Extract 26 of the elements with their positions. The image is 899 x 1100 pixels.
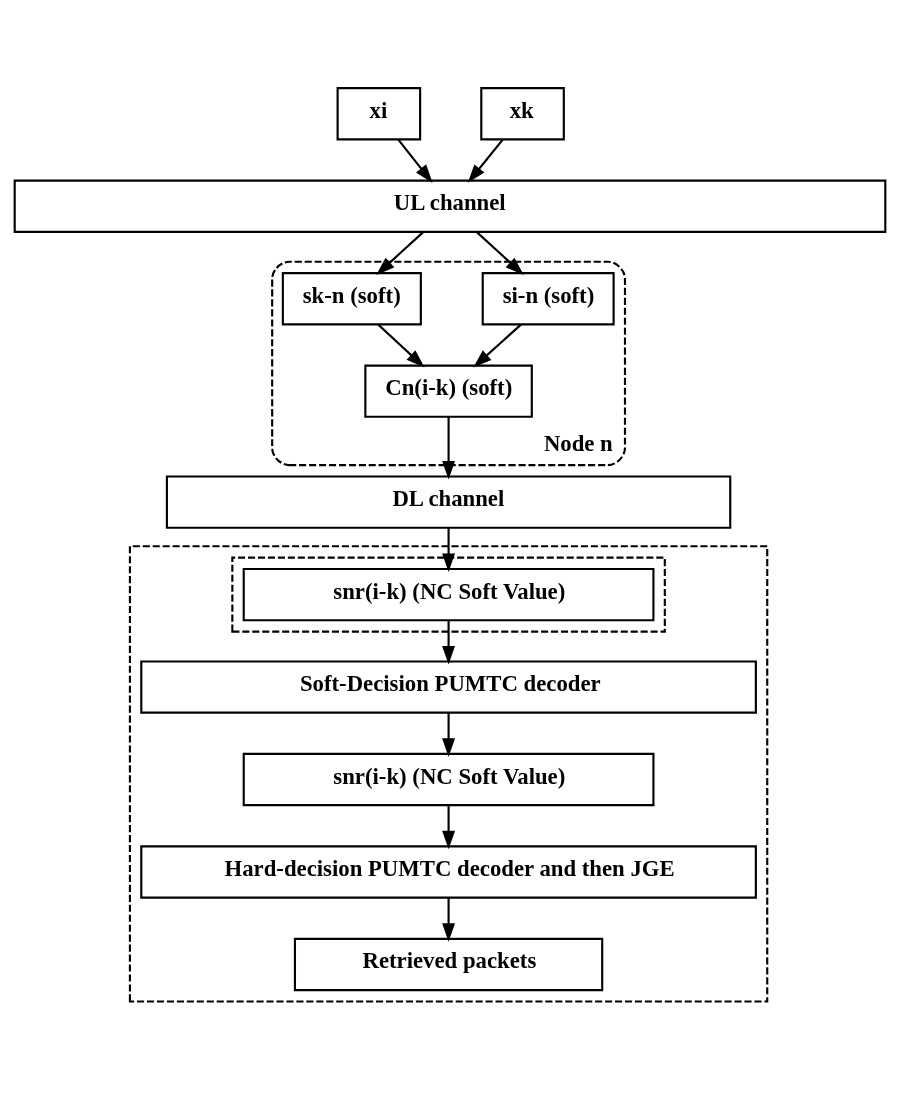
node-box: xi	[336, 86, 421, 140]
arrow	[375, 230, 424, 275]
node-box: Retrieved packets	[293, 937, 603, 991]
arrow	[441, 416, 455, 479]
node-box: Soft-Decision PUMTC decoder	[139, 659, 757, 714]
node-box: si-n (soft)	[481, 271, 615, 325]
node-box: snr(i-k) (NC Soft Value)	[242, 567, 654, 621]
arrow	[475, 230, 524, 275]
node-box: xk	[479, 86, 565, 140]
arrow	[396, 138, 433, 183]
arrow	[472, 323, 522, 367]
node-box: UL channel	[13, 179, 886, 233]
arrow	[441, 712, 455, 757]
arrow	[441, 527, 455, 572]
arrow	[377, 323, 425, 367]
node-box: DL channel	[165, 474, 731, 529]
arrow	[467, 138, 504, 183]
arrow	[441, 897, 455, 942]
arrow	[441, 620, 455, 664]
node-box: Cn(i-k) (soft)	[363, 364, 533, 418]
node-box: snr(i-k) (NC Soft Value)	[242, 752, 654, 806]
node-box: sk-n (soft)	[281, 271, 422, 325]
cluster	[128, 544, 768, 1003]
node-box: Hard-decision PUMTC decoder and then JGE	[139, 844, 757, 899]
arrow	[441, 804, 455, 849]
cluster	[230, 556, 666, 633]
